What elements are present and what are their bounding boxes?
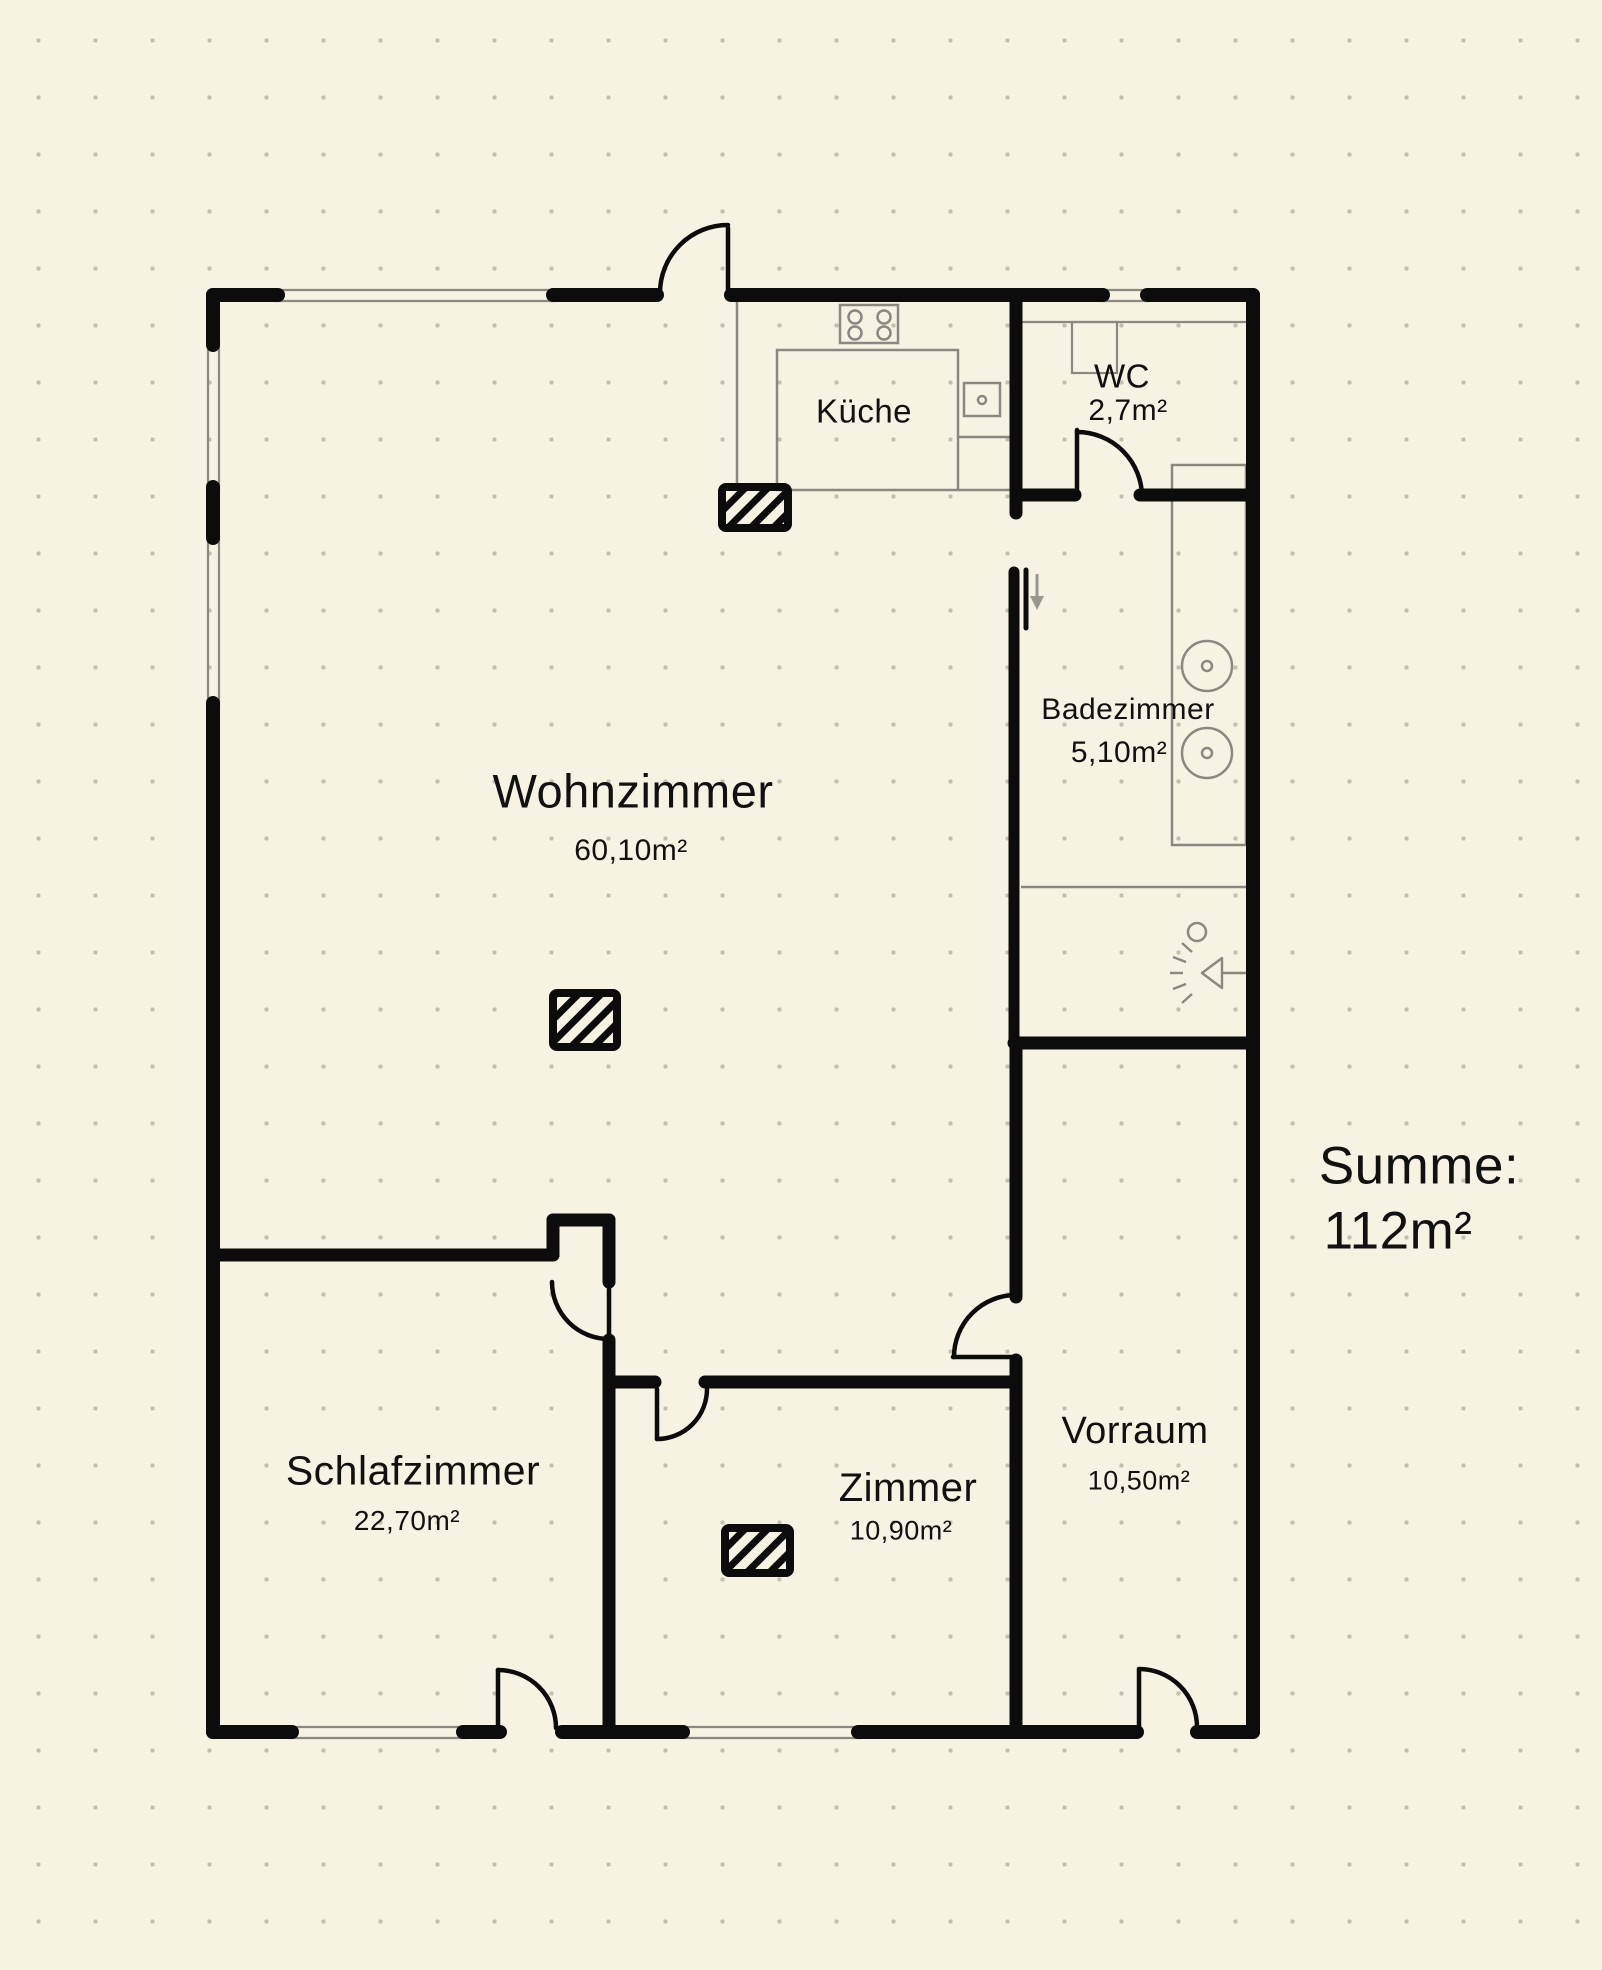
- interior-walls: [206, 288, 1260, 1739]
- bathroom-fixtures: [1021, 463, 1248, 1004]
- drain-icon: [1186, 921, 1208, 943]
- bathroom-sink-icon-2: [1180, 726, 1234, 780]
- door-hallway-entrance: [1136, 1666, 1200, 1730]
- room-label-wc: WC: [1094, 357, 1150, 395]
- room-label-zimmer: Zimmer: [838, 1466, 978, 1510]
- window-left-lower: [206, 535, 221, 706]
- total-area-label: Summe:: [1318, 1136, 1520, 1196]
- room-label-schlafzimmer: Schlafzimmer: [285, 1447, 541, 1494]
- room-area-vorraum: 10,50m²: [1087, 1465, 1191, 1496]
- room-label-kueche: Küche: [815, 392, 913, 430]
- room-label-vorraum: Vorraum: [1061, 1410, 1209, 1452]
- room-area-zimmer: 10,90m²: [849, 1515, 953, 1546]
- window-bottom-bedroom: [289, 1725, 466, 1740]
- doors: [495, 222, 1200, 1731]
- door-bedroom-terrace: [495, 1667, 559, 1731]
- window-left-upper: [206, 342, 221, 490]
- window-top-wc: [1100, 288, 1150, 303]
- room-area-wc: 2,7m²: [1088, 394, 1168, 427]
- door-wc: [1074, 427, 1145, 500]
- room-area-wohnzimmer: 60,10m²: [574, 834, 688, 867]
- stove-icon: [838, 303, 900, 345]
- room-label-wohnzimmer: Wohnzimmer: [492, 764, 774, 818]
- kitchen-counter: [775, 348, 960, 492]
- shower-icon: [1170, 942, 1247, 1004]
- outer-walls: [206, 288, 1260, 1739]
- chimney-symbols: [549, 483, 794, 1577]
- window-top-living: [275, 288, 556, 303]
- kitchen-fixtures: [735, 302, 1014, 492]
- room-area-schlafzimmer: 22,70m²: [353, 1505, 461, 1536]
- windows: [206, 288, 1150, 1740]
- chimney-icon-room: [721, 1524, 794, 1577]
- door-room: [654, 1386, 710, 1442]
- room-label-badezimmer: Badezimmer: [1041, 693, 1215, 726]
- bathroom-vanity: [1170, 463, 1248, 847]
- chimney-icon-kitchen: [718, 483, 792, 532]
- door-bedroom: [549, 1279, 612, 1342]
- bathroom-sink-icon: [1180, 639, 1234, 693]
- door-main-entrance-top: [657, 222, 731, 296]
- wc-sink-icon: [1070, 320, 1119, 375]
- total-area-value: 112m²: [1323, 1201, 1473, 1261]
- kitchen-sink-icon: [962, 381, 1002, 418]
- room-area-badezimmer: 5,10m²: [1070, 736, 1168, 769]
- entry-arrow-icon: [1030, 574, 1044, 610]
- door-hallway-living: [950, 1292, 1019, 1360]
- chimney-icon-living: [549, 989, 621, 1051]
- wc-fixtures: [1022, 320, 1246, 375]
- window-bottom-room: [680, 1725, 861, 1740]
